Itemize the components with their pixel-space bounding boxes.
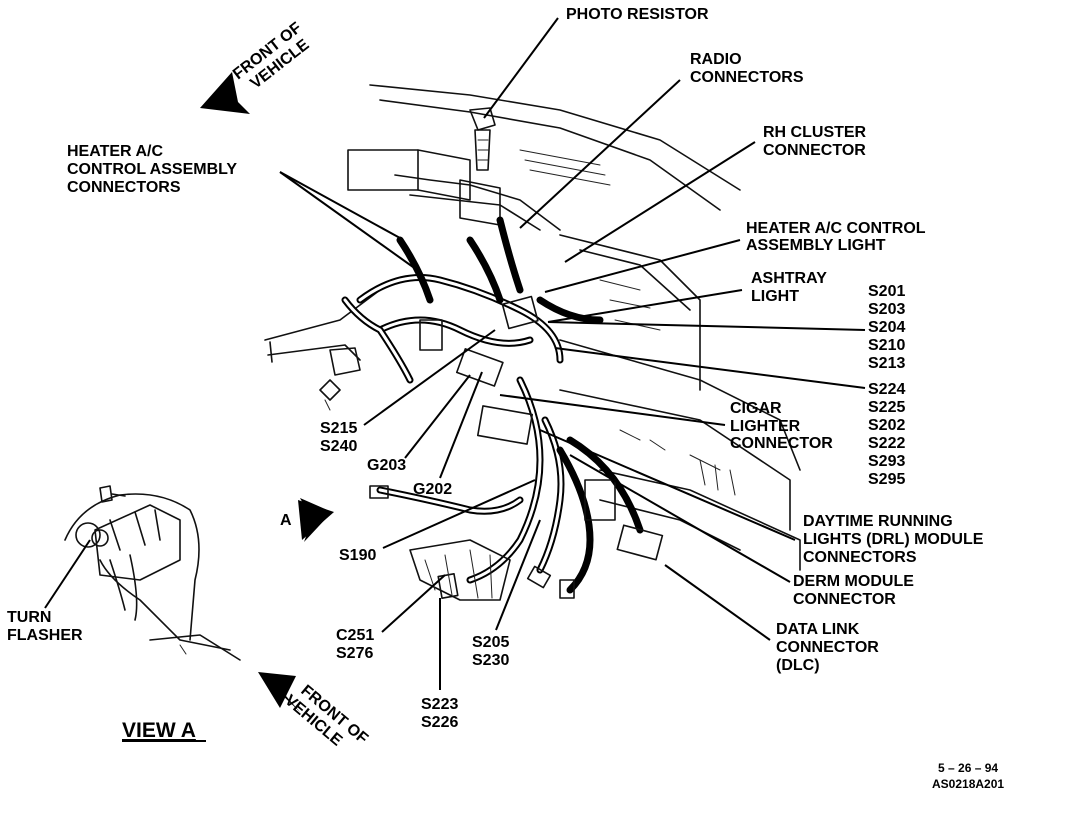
view-a-title: VIEW A	[122, 719, 196, 742]
photo-resistor-label: PHOTO RESISTOR	[566, 6, 709, 23]
dashboard-sketch	[264, 84, 801, 601]
turn-flasher-label: TURN FLASHER	[7, 609, 83, 644]
s190-label: S190	[339, 547, 376, 564]
view-a-sketch	[64, 485, 241, 661]
front-of-vehicle-bottom-label: FRONT OF VEHICLE	[281, 678, 374, 764]
heater-ac-control-assembly-light-label: HEATER A/C CONTROL ASSEMBLY LIGHT	[746, 220, 930, 254]
cigar-lighter-connector-label: CIGAR LIGHTER CONNECTOR	[730, 400, 833, 452]
s215-s240-label: S215 S240	[320, 420, 362, 455]
view-a-marker-label: A	[280, 512, 292, 529]
radio-connectors-label: RADIO CONNECTORS	[690, 51, 804, 86]
data-link-connector-label: DATA LINK CONNECTOR (DLC)	[776, 621, 883, 674]
ashtray-light-label: ASHTRAY LIGHT	[751, 270, 831, 305]
leader-lines	[44, 17, 866, 690]
date-code: 5 – 26 – 94	[938, 761, 998, 775]
view-a-arrow	[298, 498, 334, 542]
s223-s226-label: S223 S226	[421, 696, 463, 731]
rh-cluster-connector-label: RH CLUSTER CONNECTOR	[763, 124, 871, 159]
c251-s276-label: C251 S276	[336, 627, 379, 662]
splice-group-1-label: S201 S203 S204 S210 S213	[868, 283, 910, 372]
front-of-vehicle-top-label: FRONT OF VEHICLE	[230, 17, 319, 98]
g203-label: G203	[367, 457, 406, 474]
front-of-vehicle-arrow-bottom	[258, 672, 300, 712]
derm-module-connector-label: DERM MODULE CONNECTOR	[793, 573, 918, 608]
g202-label: G202	[413, 481, 452, 498]
heater-ac-control-assembly-connectors-label: HEATER A/C CONTROL ASSEMBLY CONNECTORS	[67, 143, 241, 196]
front-of-vehicle-arrow-top	[200, 72, 250, 114]
splice-group-2-label: S224 S225 S202 S222 S293 S295	[868, 381, 910, 488]
s205-s230-label: S205 S230	[472, 634, 514, 669]
drl-module-connectors-label: DAYTIME RUNNING LIGHTS (DRL) MODULE CONN…	[803, 513, 988, 566]
figure-code: AS0218A201	[932, 777, 1004, 791]
